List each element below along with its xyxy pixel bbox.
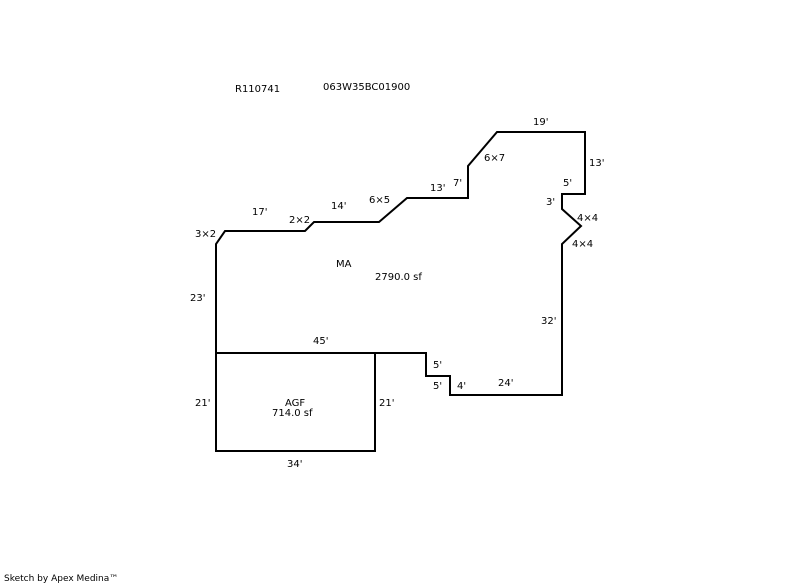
- dim-24: 24': [498, 378, 513, 389]
- sketch-credit: Sketch by Apex Medina™: [4, 574, 119, 584]
- ma-area-value: 2790.0 sf: [375, 272, 422, 283]
- dim-3x2: 3×2: [195, 229, 216, 240]
- dim-17: 17': [252, 207, 267, 218]
- dim-6x7: 6×7: [484, 153, 505, 164]
- ma-outline: [215, 131, 586, 451]
- map-number: 063W35BC01900: [323, 82, 410, 93]
- dim-4: 4': [457, 381, 466, 392]
- dim-5-a: 5': [563, 178, 572, 189]
- dim-3: 3': [546, 197, 555, 208]
- ma-area-label: MA: [336, 259, 352, 270]
- dim-2x2: 2×2: [289, 215, 310, 226]
- dim-32: 32': [541, 316, 556, 327]
- dim-6x5: 6×5: [369, 195, 390, 206]
- dim-7: 7': [453, 178, 462, 189]
- dim-4x4-b: 4×4: [572, 239, 593, 250]
- dim-13-a: 13': [430, 183, 445, 194]
- dim-45: 45': [313, 336, 328, 347]
- dim-5-c: 5': [433, 381, 442, 392]
- dim-34: 34': [287, 459, 302, 470]
- dim-14: 14': [331, 201, 346, 212]
- dim-19: 19': [533, 117, 548, 128]
- dim-5-b: 5': [433, 360, 442, 371]
- account-id: R110741: [235, 84, 280, 95]
- dim-21-left: 21': [195, 398, 210, 409]
- dim-21-right: 21': [379, 398, 394, 409]
- agf-outline: [215, 352, 376, 452]
- agf-area-label: AGF: [285, 398, 305, 409]
- dim-4x4-a: 4×4: [577, 213, 598, 224]
- agf-area-value: 714.0 sf: [272, 408, 313, 419]
- dim-23: 23': [190, 293, 205, 304]
- dim-13-b: 13': [589, 158, 604, 169]
